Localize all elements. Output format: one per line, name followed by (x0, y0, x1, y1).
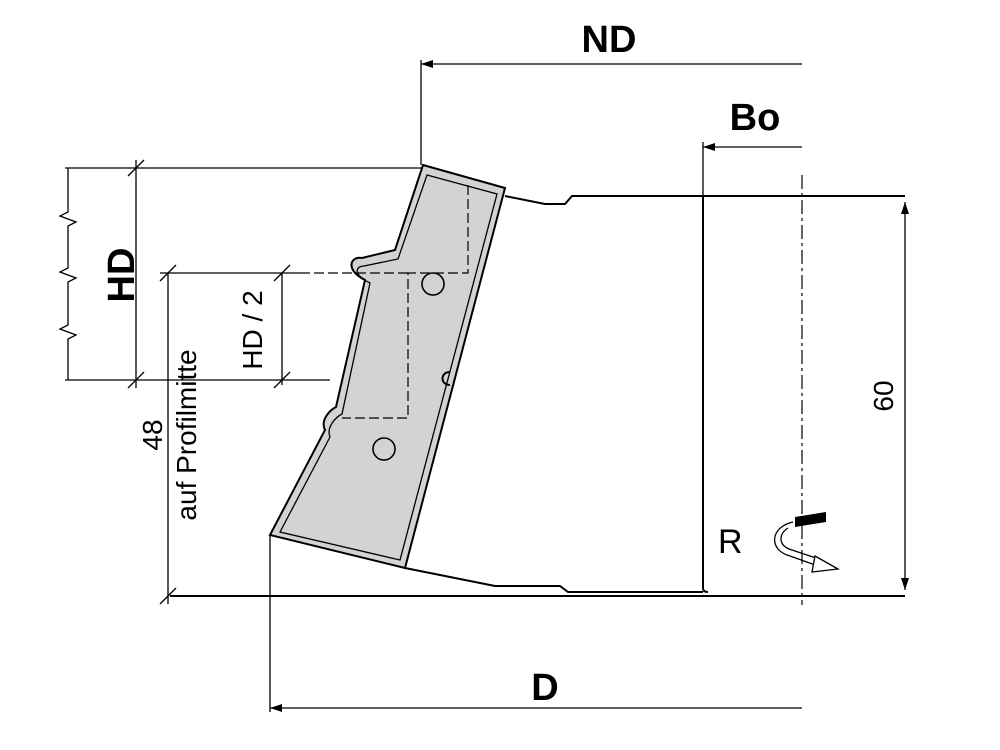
nd-dimension: ND (420, 19, 802, 165)
blade-hole-top (421, 272, 445, 296)
label-hd: HD (101, 248, 143, 303)
d-dimension: D (269, 535, 802, 712)
height-dimension: 60 (868, 202, 909, 590)
label-48: 48 (137, 419, 168, 450)
rotation-symbol: R (718, 512, 841, 573)
hd-dimension: HD (58, 159, 423, 389)
blade (268, 163, 507, 570)
profile-center-dimension: 48 auf Profilmitte (137, 264, 202, 605)
label-nd: ND (582, 19, 637, 61)
blade-fill (268, 163, 507, 570)
blade-hole-bottom (372, 437, 396, 461)
cutter-body (170, 175, 905, 605)
label-d: D (531, 667, 558, 709)
rotation-arrow-icon (811, 554, 841, 573)
rotation-tooth-icon (795, 512, 826, 527)
bo-dimension: Bo (702, 97, 802, 196)
hd-half-dimension: HD / 2 (160, 264, 300, 389)
label-r: R (718, 523, 743, 561)
label-bo: Bo (730, 97, 781, 139)
label-hd-half: HD / 2 (237, 290, 268, 369)
label-60: 60 (868, 380, 899, 411)
label-auf-profilmitte: auf Profilmitte (171, 349, 202, 520)
